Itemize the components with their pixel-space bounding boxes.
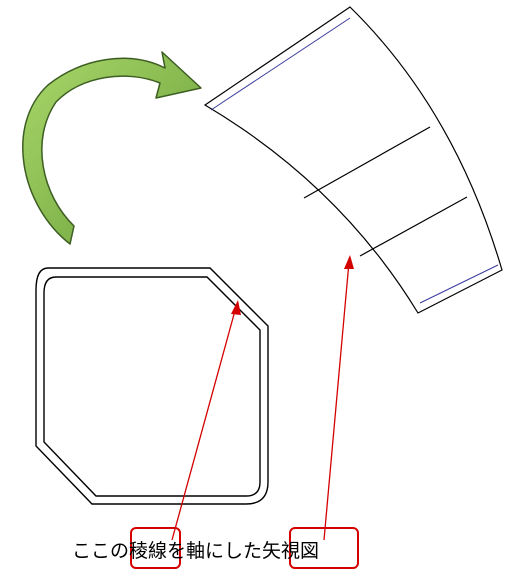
callout-arrowhead-view: [344, 255, 354, 269]
projection-inner-edge: [210, 17, 351, 111]
caption-prefix: ここの: [72, 540, 129, 562]
caption-text: ここの稜線を軸にした矢視図: [72, 540, 319, 562]
frame-outer: [35, 267, 269, 505]
caption-ridge-term: 稜線: [129, 540, 167, 562]
caption-middle: を軸にした: [167, 540, 262, 562]
projection-outline: [203, 6, 503, 314]
callout-line-view: [323, 261, 350, 541]
caption-box-ridge: [130, 527, 181, 569]
caption: ここの稜線を軸にした矢視図: [72, 527, 359, 569]
caption-box-view: [289, 527, 359, 569]
caption-view-term: 矢視図: [262, 540, 319, 562]
callout-line-ridge: [171, 306, 237, 541]
curved-arrow-icon: [22, 51, 202, 245]
callout-arrowhead-ridge: [231, 300, 241, 315]
projection-inner-edge-bottom: [419, 264, 499, 304]
frame-cross-section: [35, 267, 269, 505]
projection-divider-2: [359, 196, 468, 257]
arrow-view-projection: [203, 6, 503, 314]
callout-lines: [171, 255, 354, 541]
frame-inner: [43, 276, 261, 497]
projection-divider-1: [303, 126, 431, 199]
